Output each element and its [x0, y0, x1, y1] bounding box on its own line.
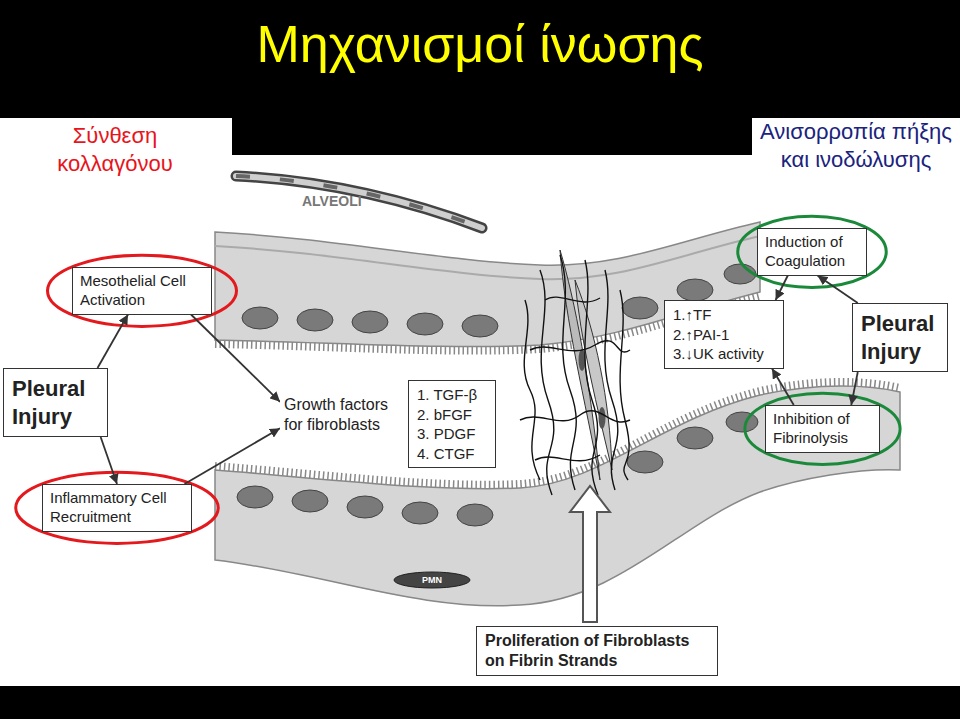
pmn-cell [394, 572, 470, 588]
illustration-part [242, 307, 278, 329]
box-text: Mesothelial Cell Activation [80, 272, 204, 310]
illustration-part [297, 309, 333, 331]
basement-line [215, 236, 760, 279]
illustration-part [402, 502, 438, 524]
connector-arrow [101, 437, 117, 484]
title-band [0, 0, 960, 118]
injury-box: Pleural Injury [852, 303, 948, 372]
connector-arrow [818, 276, 858, 304]
plain-text-node: Growth factors for fibroblasts [280, 393, 406, 437]
illustration-part [530, 341, 630, 352]
illustration-part [524, 300, 540, 480]
box-text: Inhibition of Fibrinolysis [773, 410, 872, 448]
block-arrow [570, 486, 610, 622]
connector-arrow [191, 315, 280, 402]
illustration-part [677, 427, 713, 449]
illustration-part [535, 455, 600, 461]
illustration-part [520, 411, 630, 422]
connector-arrow [98, 315, 129, 369]
fibroblast-nucleus [599, 407, 606, 429]
box-text: 3. PDGF [417, 424, 487, 444]
annotation-heading: Σύνθεση κολλαγόνου [15, 122, 215, 177]
illustration-part [677, 279, 713, 301]
illustration-part [352, 311, 388, 333]
highlight-circle [745, 393, 900, 464]
illustration-part [620, 290, 629, 480]
illustration-part [560, 255, 576, 490]
box-text: Pleural Injury [12, 375, 99, 430]
illustration-part [457, 504, 493, 526]
illustration-part [292, 490, 328, 512]
box-text: 4. CTGF [417, 444, 487, 464]
process-box: Mesothelial Cell Activation [72, 267, 212, 315]
illustration-part [726, 412, 758, 432]
title-band [232, 118, 752, 155]
box-text: 3.↓UK activity [673, 344, 775, 364]
list-box: 1. TGF-β2. bFGF3. PDGF4. CTGF [408, 380, 496, 468]
region-label: ALVEOLI [302, 193, 392, 209]
illustration-part [407, 313, 443, 335]
illustration-part [540, 270, 554, 495]
capillary [236, 176, 482, 228]
process-box: Inflammatory Cell Recruitment [42, 484, 192, 532]
highlight-circle [738, 216, 887, 287]
box-text: Pleural Injury [861, 310, 939, 365]
microvilli [215, 382, 900, 485]
box-text: Inflammatory Cell Recruitment [50, 489, 184, 527]
connector-arrow [776, 276, 788, 301]
box-text: Proliferation of Fibroblasts on Fibrin S… [485, 631, 709, 671]
injury-box: Pleural Injury [3, 368, 108, 437]
fibrin-strands [520, 255, 630, 495]
illustration-part [347, 496, 383, 518]
connector-arrow [185, 428, 281, 484]
slide-title: Μηχανισμοί ίνωσης [0, 16, 960, 73]
illustration-part [462, 315, 498, 337]
highlight-circle [48, 255, 237, 326]
connector-arrow [851, 372, 858, 405]
illustration-part [622, 297, 658, 319]
list-box: 1.↑TF2.↑PAI-13.↓UK activity [664, 300, 784, 369]
illustration-part [627, 451, 663, 473]
connector-arrow [772, 369, 794, 406]
cell-label: PMN [412, 574, 452, 586]
process-box: Inhibition of Fibrinolysis [765, 405, 880, 453]
capillary [236, 176, 482, 228]
annotation-heading: Ανισορροπία πήξης και ινοδώλυσης [756, 118, 956, 173]
illustration-part [545, 297, 600, 302]
box-text: 2.↑PAI-1 [673, 325, 775, 345]
process-box: Proliferation of Fibroblasts on Fibrin S… [476, 626, 718, 676]
pleura-band [215, 386, 900, 606]
capillary-nuclei [236, 176, 482, 228]
box-text: 1.↑TF [673, 305, 775, 325]
process-box: Induction of Coagulation [757, 228, 867, 276]
box-text: 1. TGF-β [417, 385, 487, 405]
bottom-band [0, 686, 960, 719]
box-text: 2. bFGF [417, 405, 487, 425]
illustration-part [605, 270, 618, 490]
illustration-part [237, 486, 273, 508]
box-text: Induction of Coagulation [765, 233, 859, 271]
box-text: Growth factors for fibroblasts [284, 395, 402, 435]
